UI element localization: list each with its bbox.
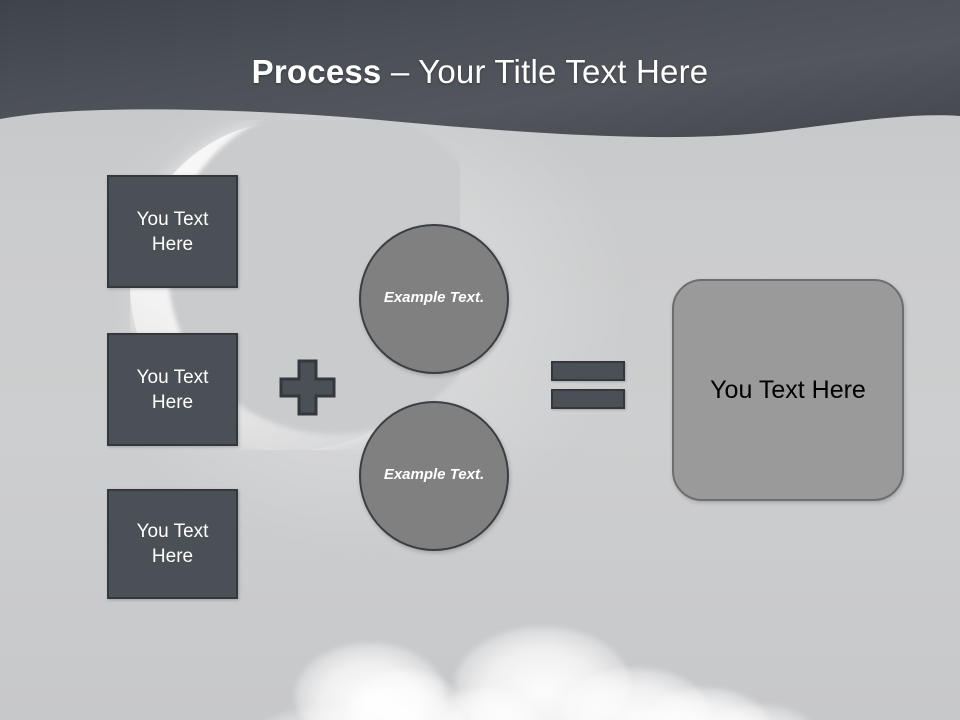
header-banner: Process – Your Title Text Here (0, 0, 960, 150)
clouds-icon (0, 600, 960, 720)
equals-icon (551, 361, 625, 409)
input-box-2-label: You Text Here (136, 366, 209, 413)
equals-bar-bottom (551, 389, 625, 409)
example-circle-1[interactable]: Example Text. (359, 224, 509, 374)
input-box-1[interactable]: You Text Here (107, 175, 238, 288)
page-title-rest: – Your Title Text Here (381, 53, 709, 90)
input-box-3-label: You Text Here (136, 521, 209, 567)
example-circle-1-label: Example Text. (383, 289, 485, 306)
result-box-label: You Text Here (710, 375, 866, 404)
input-box-3[interactable]: You Text Here (107, 489, 238, 599)
plus-shape (279, 359, 336, 416)
page-title: Process – Your Title Text Here (0, 52, 960, 92)
input-box-2[interactable]: You Text Here (107, 333, 238, 446)
example-circle-2-label: Example Text. (383, 466, 485, 483)
page-title-strong: Process (251, 53, 382, 90)
header-wave-shape (0, 0, 960, 138)
cloud-puff (700, 705, 820, 720)
input-box-1-label: You Text Here (136, 208, 209, 255)
result-box[interactable]: You Text Here (672, 279, 904, 501)
equals-bar-top (551, 361, 625, 381)
example-circle-2[interactable]: Example Text. (359, 401, 509, 551)
plus-icon (279, 359, 336, 416)
